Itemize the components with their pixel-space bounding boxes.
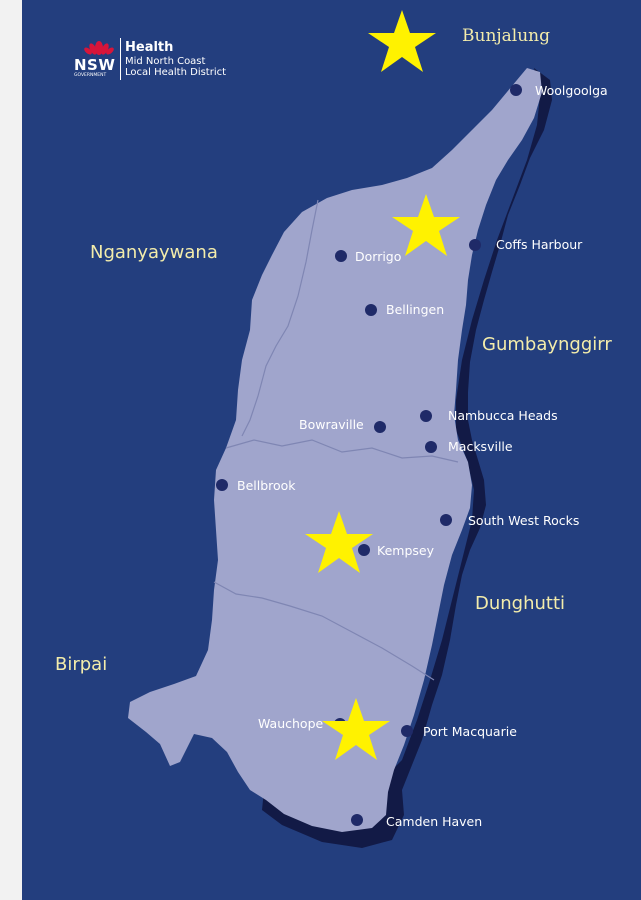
logo-district-line1: Mid North Coast: [125, 56, 206, 67]
boundary-middle: [225, 439, 459, 463]
marker-port-macquarie: [401, 725, 413, 737]
town-label-nambucca-heads: Nambucca Heads: [448, 408, 558, 423]
nation-label-dunghutti: Dunghutti: [475, 593, 566, 614]
logo-brand: NSW: [74, 56, 116, 74]
star-icon: [322, 698, 390, 760]
nation-label-nganyaywana: Nganyaywana: [90, 242, 218, 263]
town-label-camden-haven: Camden Haven: [386, 814, 483, 829]
marker-bellingen: [365, 304, 377, 316]
town-label-south-west-rocks: South West Rocks: [468, 513, 580, 528]
marker-bowraville: [374, 421, 386, 433]
town-label-macksville: Macksville: [448, 439, 513, 454]
marker-nambucca-heads: [420, 410, 432, 422]
town-label-port-macquarie: Port Macquarie: [423, 724, 517, 739]
region-land: [128, 68, 542, 832]
nation-label-birpai: Birpai: [55, 654, 108, 675]
waratah-icon: [84, 41, 114, 55]
region-map: [128, 10, 552, 848]
boundary-north: [241, 199, 319, 437]
town-label-coffs-harbour: Coffs Harbour: [496, 237, 583, 252]
marker-kempsey: [358, 544, 370, 556]
town-label-woolgoolga: Woolgoolga: [535, 83, 608, 98]
town-label-bowraville: Bowraville: [299, 417, 364, 432]
map-frame: NSW GOVERNMENT Health Mid North Coast Lo…: [22, 0, 641, 900]
town-label-kempsey: Kempsey: [377, 543, 434, 558]
marker-camden-haven: [351, 814, 363, 826]
marker-bellbrook: [216, 479, 228, 491]
star-icon: [392, 194, 460, 256]
town-label-dorrigo: Dorrigo: [355, 249, 402, 264]
town-label-bellingen: Bellingen: [386, 302, 445, 317]
star-icon: [305, 511, 373, 573]
marker-south-west-rocks: [440, 514, 452, 526]
marker-woolgoolga: [510, 84, 522, 96]
logo-divider: [120, 38, 121, 80]
logo-district-line2: Local Health District: [125, 67, 227, 78]
marker-dorrigo: [335, 250, 347, 262]
nation-label-gumbaynggirr: Gumbaynggirr: [482, 334, 612, 355]
nsw-health-logo: NSW GOVERNMENT Health Mid North Coast Lo…: [74, 38, 264, 84]
logo-government: GOVERNMENT: [74, 73, 107, 78]
town-label-bellbrook: Bellbrook: [237, 478, 296, 493]
star-icon: [368, 10, 436, 72]
marker-coffs-harbour: [469, 239, 481, 251]
boundary-south: [213, 581, 435, 681]
marker-macksville: [425, 441, 437, 453]
logo-health: Health: [125, 40, 174, 55]
town-label-wauchope: Wauchope: [258, 716, 324, 731]
nation-label-bunjalung: Bunjalung: [462, 26, 551, 46]
